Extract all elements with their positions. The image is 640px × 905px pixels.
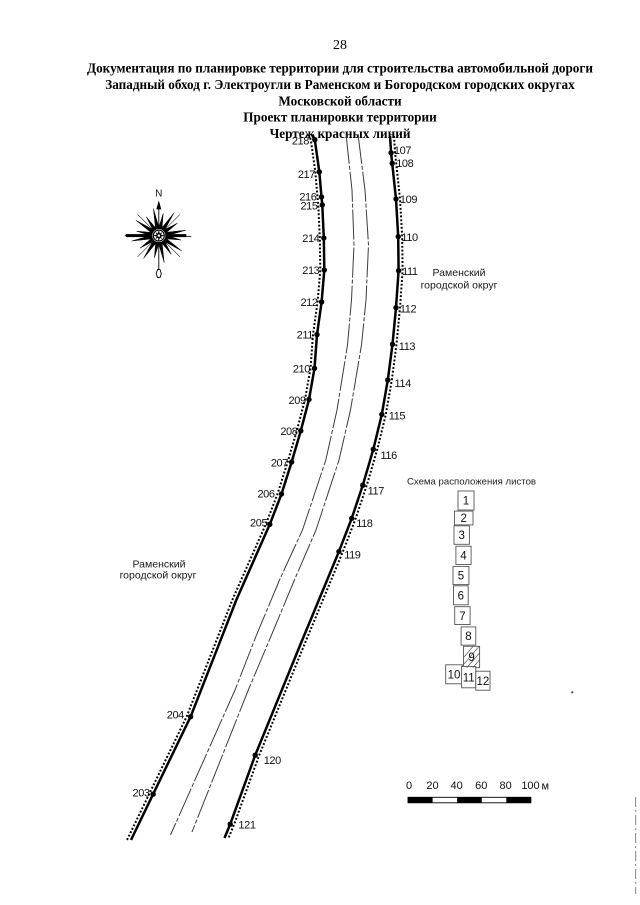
svg-text:110: 110 [401, 232, 418, 244]
svg-text:212: 212 [300, 297, 317, 309]
svg-text:203: 203 [133, 788, 150, 800]
svg-text:112: 112 [400, 303, 417, 315]
svg-text:114: 114 [395, 378, 412, 390]
svg-text:20: 20 [426, 780, 438, 792]
svg-text:115: 115 [389, 410, 406, 422]
svg-text:204: 204 [167, 710, 184, 722]
svg-text:Московской области: Московской области [278, 93, 402, 108]
svg-text:60: 60 [475, 780, 487, 792]
svg-text:216: 216 [299, 192, 316, 204]
svg-text:Чертеж красных линий: Чертеж красных линий [270, 126, 411, 141]
svg-text:городской округ: городской округ [421, 280, 498, 292]
svg-text:Документация по планировке тер: Документация по планировке территории дл… [87, 61, 593, 76]
svg-text:117: 117 [368, 485, 385, 497]
svg-text:207: 207 [271, 457, 288, 469]
svg-text:9: 9 [468, 652, 474, 664]
svg-text:10: 10 [448, 670, 461, 682]
svg-text:211: 211 [297, 330, 314, 342]
svg-text:Схема расположения листов: Схема расположения листов [407, 477, 536, 488]
svg-text:109: 109 [400, 194, 417, 206]
svg-text:119: 119 [344, 550, 361, 562]
svg-text:40: 40 [450, 780, 462, 792]
svg-text:111: 111 [402, 266, 418, 278]
svg-text:217: 217 [298, 169, 315, 181]
svg-text:209: 209 [289, 395, 306, 407]
svg-text:0: 0 [406, 780, 412, 792]
svg-text:215: 215 [300, 201, 317, 213]
svg-text:210: 210 [293, 364, 310, 376]
svg-text:214: 214 [302, 233, 319, 245]
svg-text:11: 11 [463, 672, 475, 684]
svg-text:8: 8 [465, 631, 471, 643]
svg-text:2: 2 [461, 513, 467, 525]
svg-text:7: 7 [459, 611, 465, 623]
svg-text:120: 120 [264, 755, 281, 767]
svg-text:м: м [542, 781, 550, 793]
svg-text:28: 28 [333, 38, 347, 53]
svg-text:113: 113 [399, 341, 416, 353]
svg-text:107: 107 [394, 145, 411, 157]
svg-text:6: 6 [458, 591, 464, 603]
svg-text:Проект планировки территории: Проект планировки территории [243, 110, 437, 125]
svg-text:12: 12 [477, 676, 490, 688]
svg-text:116: 116 [381, 450, 398, 462]
svg-text:108: 108 [396, 158, 413, 170]
svg-text:1: 1 [463, 496, 469, 508]
svg-text:213: 213 [302, 265, 319, 277]
svg-text:Раменский: Раменский [133, 559, 186, 571]
svg-text:118: 118 [356, 518, 373, 530]
svg-text:городской округ: городской округ [120, 570, 197, 582]
svg-text:208: 208 [280, 426, 297, 438]
svg-text:218: 218 [292, 136, 309, 148]
svg-text:N: N [155, 189, 162, 200]
svg-text:Западный обход г. Электроугли: Западный обход г. Электроугли в Раменско… [105, 77, 575, 92]
svg-text:80: 80 [499, 780, 511, 792]
svg-text:206: 206 [257, 489, 274, 501]
svg-text:121: 121 [238, 820, 255, 832]
svg-text:4: 4 [460, 551, 467, 563]
svg-text:Раменский: Раменский [433, 267, 486, 279]
svg-text:3: 3 [458, 530, 464, 542]
svg-text:205: 205 [250, 518, 267, 530]
svg-text:100: 100 [521, 780, 539, 792]
svg-text:5: 5 [458, 571, 464, 583]
